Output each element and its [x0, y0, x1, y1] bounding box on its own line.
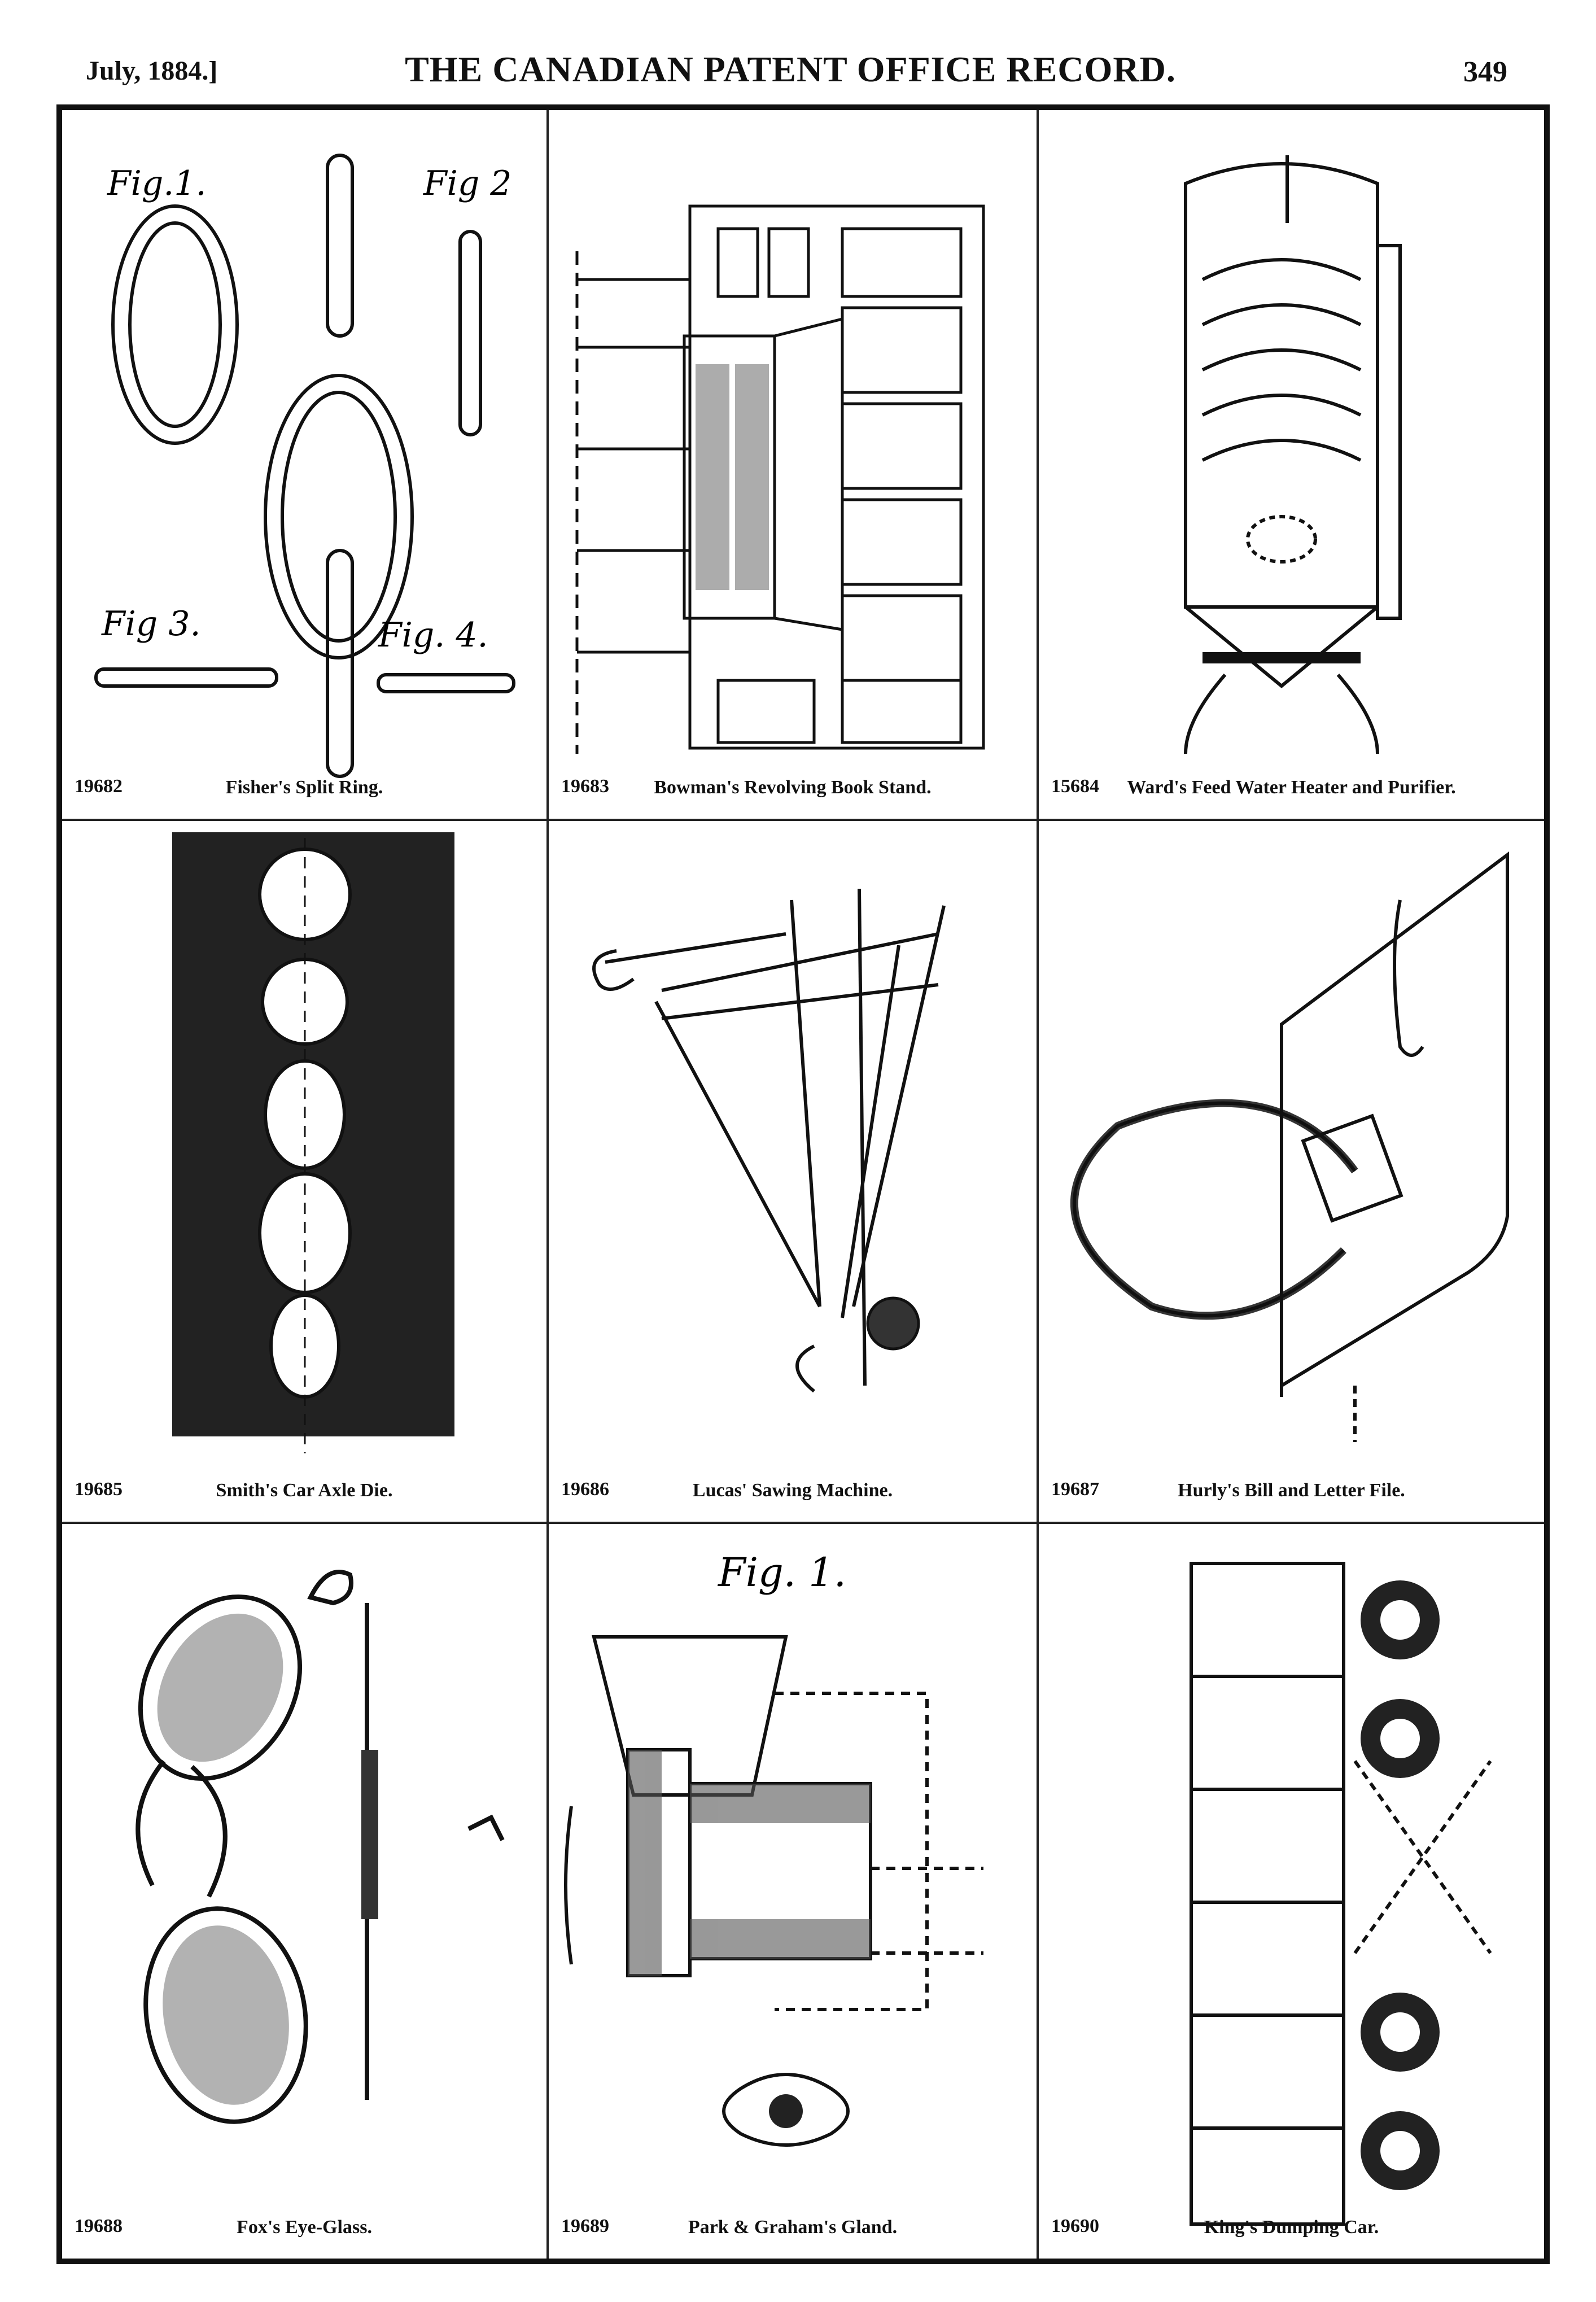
header-title: THE CANADIAN PATENT OFFICE RECORD.: [405, 49, 1176, 89]
figure-caption: 19690 King's Dumping Car.: [1039, 2213, 1544, 2247]
figure-cell-19688: 19688 Fox's Eye-Glass.: [62, 1524, 546, 2259]
figure-cell-19687: 19687 Hurly's Bill and Letter File.: [1039, 821, 1544, 1522]
figure-caption: 19686 Lucas' Sawing Machine.: [549, 1477, 1037, 1510]
fig-2-label: Fig 2: [423, 164, 511, 203]
figure-cell-19683: 19683 Bowman's Revolving Book Stand.: [549, 110, 1037, 819]
page-header: July, 1884.] THE CANADIAN PATENT OFFICE …: [56, 45, 1524, 107]
patent-title: Lucas' Sawing Machine.: [692, 1480, 893, 1501]
figure-caption: 15684 Ward's Feed Water Heater and Purif…: [1039, 774, 1544, 807]
figure-cell-19685: 19685 Smith's Car Axle Die.: [62, 821, 546, 1522]
patent-title: Park & Graham's Gland.: [688, 2217, 898, 2238]
patent-title: Fisher's Split Ring.: [225, 777, 383, 798]
book-stand-drawing: [575, 204, 985, 754]
patent-number: 19683: [561, 776, 609, 797]
fig-1-label: Fig.1.: [107, 164, 207, 203]
split-ring-drawing: Fig.1. Fig 2 Fig 3. Fig. 4.: [94, 154, 515, 778]
figure-caption: 19687 Hurly's Bill and Letter File.: [1039, 1477, 1544, 1510]
patent-title: Bowman's Revolving Book Stand.: [654, 777, 932, 798]
dumping-car-drawing: [1190, 1562, 1492, 2226]
header-date: July, 1884.]: [86, 56, 218, 86]
page-number: 349: [1463, 56, 1507, 88]
patent-title: Fox's Eye-Glass.: [237, 2217, 372, 2238]
figure-cell-19684: 15684 Ward's Feed Water Heater and Purif…: [1039, 110, 1544, 819]
fig-1-label: Fig. 1.: [717, 1549, 846, 1596]
patent-number: 19682: [75, 776, 123, 797]
figure-cell-19690: 19690 King's Dumping Car.: [1039, 1524, 1544, 2259]
figure-caption: 19688 Fox's Eye-Glass.: [62, 2213, 546, 2247]
gland-drawing: Fig. 1.: [564, 1549, 983, 2147]
patent-number: 19685: [75, 1479, 123, 1500]
patent-number: 19689: [561, 2216, 609, 2237]
fig-3-label: Fig 3.: [101, 604, 201, 644]
patent-title: King's Dumping Car.: [1204, 2217, 1379, 2238]
grid-divider-h1: [62, 819, 1544, 821]
figure-caption: 19685 Smith's Car Axle Die.: [62, 1477, 546, 1510]
grid-divider-h2: [62, 1522, 1544, 1524]
letter-file-drawing: [1070, 851, 1509, 1442]
axle-die-drawing: [172, 832, 454, 1453]
patent-title: Smith's Car Axle Die.: [216, 1480, 393, 1501]
patent-number: 19687: [1051, 1479, 1099, 1500]
plate-frame: Fig.1. Fig 2 Fig 3. Fig. 4. 19682 Fisher…: [56, 104, 1550, 2264]
patent-number: 15684: [1051, 776, 1099, 797]
patent-title: Ward's Feed Water Heater and Purifier.: [1127, 777, 1456, 798]
figure-caption: 19689 Park & Graham's Gland.: [549, 2213, 1037, 2247]
grid-divider-v2: [1037, 110, 1039, 2259]
figure-cell-19686: 19686 Lucas' Sawing Machine.: [549, 821, 1037, 1522]
water-heater-drawing: [1184, 155, 1402, 754]
patent-title: Hurly's Bill and Letter File.: [1178, 1480, 1405, 1501]
eye-glass-drawing: [135, 1570, 505, 2124]
sawing-machine-drawing: [592, 888, 946, 1393]
figure-grid: Fig.1. Fig 2 Fig 3. Fig. 4. 19682 Fisher…: [62, 110, 1544, 2259]
patent-number: 19690: [1051, 2216, 1099, 2237]
patent-number: 19686: [561, 1479, 609, 1500]
figure-cell-19689: Fig. 1.: [549, 1524, 1037, 2259]
figure-caption: 19682 Fisher's Split Ring.: [62, 774, 546, 807]
figure-cell-19682: Fig.1. Fig 2 Fig 3. Fig. 4. 19682 Fisher…: [62, 110, 546, 819]
figure-caption: 19683 Bowman's Revolving Book Stand.: [549, 774, 1037, 807]
patent-number: 19688: [75, 2216, 123, 2237]
grid-divider-v1: [546, 110, 549, 2259]
fig-4-label: Fig. 4.: [378, 615, 488, 655]
